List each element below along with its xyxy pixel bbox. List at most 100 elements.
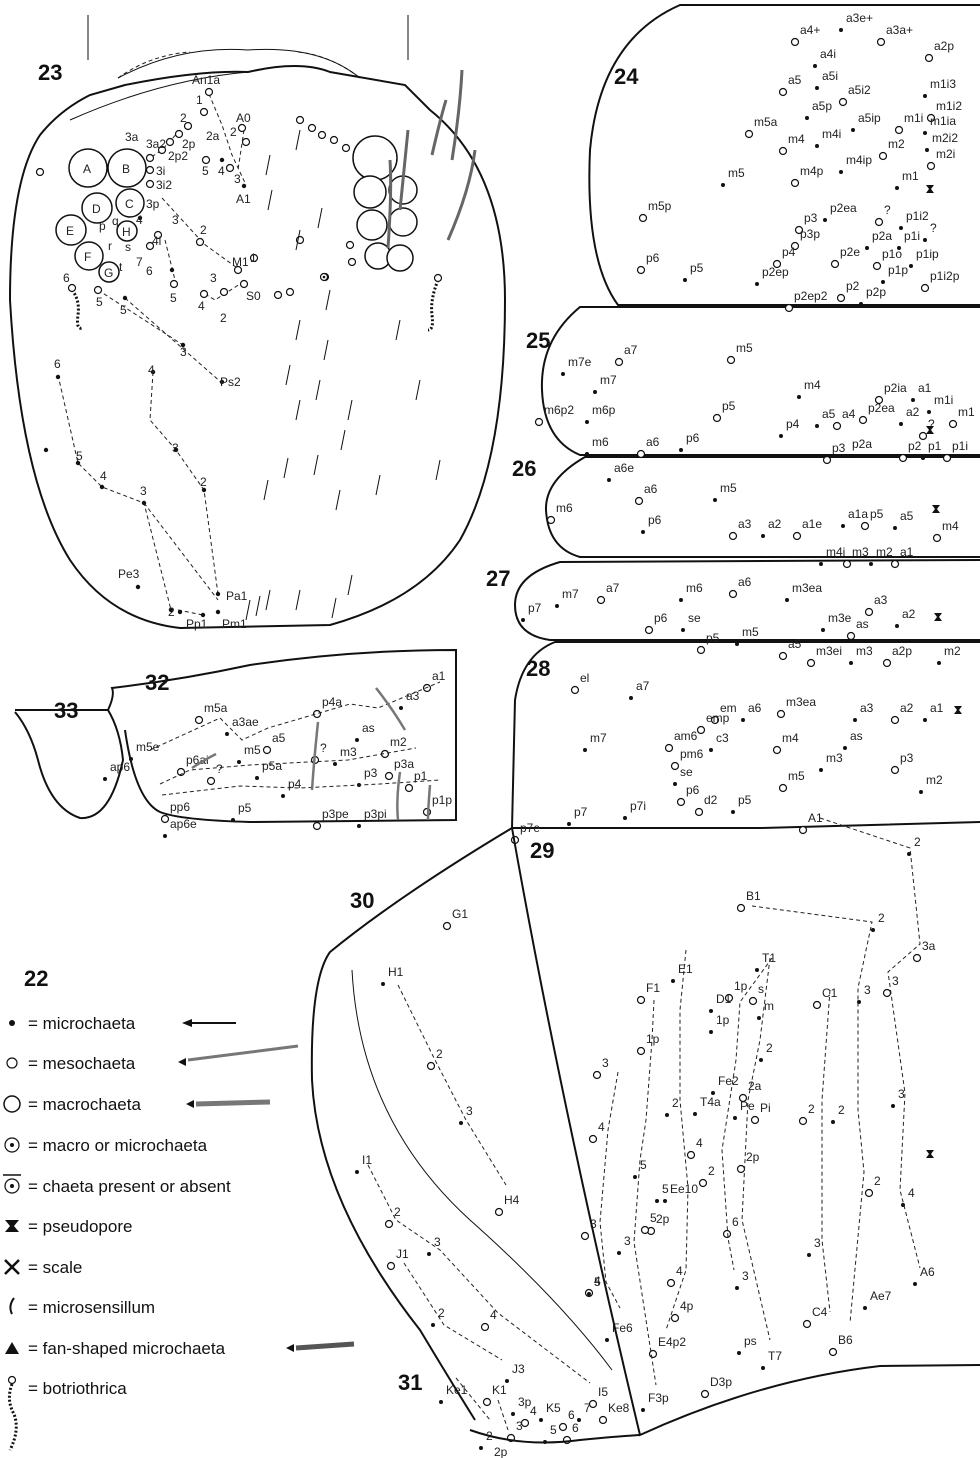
svg-text:5: 5: [170, 291, 177, 305]
fig29-label: D1: [716, 992, 732, 1006]
fig25-label: m7e: [568, 355, 592, 369]
fig28-label: c3: [716, 731, 729, 745]
fig29-label: 2p: [746, 1150, 760, 1164]
fig32-chaeta: [237, 760, 241, 764]
fig24-label: p1i: [904, 229, 920, 243]
fig29-chaeta: [693, 1112, 697, 1116]
fig30-label: I1: [362, 1153, 372, 1167]
fig27-chaeta: [848, 633, 855, 640]
svg-text:A1: A1: [236, 192, 251, 206]
fig29-chaeta: [913, 1282, 917, 1286]
fig25-chaeta: [950, 421, 957, 428]
legend-botriothrica: = botriothrica: [28, 1379, 127, 1398]
fig27-label: m3: [856, 644, 873, 658]
fig29-chaeta: [724, 1231, 731, 1238]
fig25-label: p5: [722, 399, 736, 413]
fig28-label: p6: [686, 783, 700, 797]
fig28-label: m3: [826, 751, 843, 765]
fig25-chaeta: [900, 455, 907, 462]
svg-text:2: 2: [230, 125, 237, 139]
fig29-chaeta: [668, 1280, 675, 1287]
fig24-chaeta: [792, 180, 799, 187]
fig25-chaeta: [921, 456, 925, 460]
fig24-label: a5i2: [848, 83, 871, 97]
fig29-chaeta: [733, 1116, 737, 1120]
fig29-label: 3a: [922, 939, 936, 953]
fig30-chaeta: [482, 1324, 489, 1331]
fig30-label: G1: [452, 907, 468, 921]
fig25-chaeta: [536, 419, 543, 426]
fig28-chaeta: [819, 768, 823, 772]
fig28-label: m2: [926, 773, 943, 787]
svg-text:29: 29: [530, 838, 554, 863]
fig27-label: m6: [686, 581, 703, 595]
svg-text:6: 6: [63, 271, 70, 285]
svg-text:A0: A0: [236, 111, 251, 125]
fig26-label: m5: [720, 481, 737, 495]
svg-text:5: 5: [120, 303, 127, 317]
fig29-chaeta: [738, 1166, 745, 1173]
fig29-chaeta: [663, 1199, 667, 1203]
fig27-chaeta: [679, 598, 683, 602]
fig29-chaeta: [641, 1408, 645, 1412]
fig24-chaeta: [880, 153, 887, 160]
fig26-label: a3: [738, 517, 752, 531]
antenna-socket-dash: [118, 52, 360, 78]
figure-22-legend: 22 = microchaeta = mesochaeta = macrocha…: [3, 966, 354, 1450]
fig28-label: a6: [748, 701, 762, 715]
fig25-chaeta: [824, 457, 831, 464]
macro-label-B: B: [122, 162, 130, 176]
fig29-chaeta: [807, 1253, 811, 1257]
fig27-label: p7: [528, 601, 542, 615]
legend-scale-symbol: [5, 1260, 19, 1274]
fig28-chaeta: [778, 711, 785, 718]
fig24-label: a4i: [820, 47, 836, 61]
svg-text:1: 1: [196, 93, 203, 107]
fig28-label: a3: [860, 701, 874, 715]
fig29-chaeta: [866, 1190, 873, 1197]
fig25-label: m1: [958, 405, 975, 419]
svg-text:1: 1: [250, 251, 257, 265]
fig24-label: m4i: [822, 127, 841, 141]
fig28-chaeta: [843, 746, 847, 750]
fig32-chaeta: [333, 762, 337, 766]
fig29-chaeta: [709, 1030, 713, 1034]
fig24-chaeta: [881, 280, 885, 284]
svg-text:3: 3: [180, 345, 187, 359]
fig32-label: p5: [238, 801, 252, 815]
fig26-label: p5: [870, 507, 884, 521]
fig32-label: m5e: [136, 740, 160, 754]
fig31-label: 6: [568, 1408, 575, 1422]
fig29-chaeta: [830, 1349, 837, 1356]
fig24-chaeta: [865, 246, 869, 250]
fig29-chaeta: [582, 1233, 589, 1240]
fig24-label: m1i3: [930, 77, 956, 91]
fig29-chaeta: [617, 1251, 621, 1255]
fig26-chaeta: [794, 533, 801, 540]
fig29-label: A6: [920, 1265, 935, 1279]
svg-text:r: r: [108, 239, 112, 253]
legend-macro-symbol: [4, 1096, 20, 1112]
fig24-chaeta: [925, 148, 929, 152]
fig30-label: J1: [396, 1247, 409, 1261]
fig31-chaeta: [439, 1400, 443, 1404]
fig24-chaeta: [640, 215, 647, 222]
fig28-chaeta: [696, 809, 703, 816]
fig24-chaeta: [874, 263, 881, 270]
fig26-chaeta: [893, 526, 897, 530]
svg-text:7: 7: [136, 255, 143, 269]
fig32-label: pp6: [170, 800, 190, 814]
svg-text:2: 2: [200, 475, 207, 489]
fig24-label: p2p: [866, 285, 886, 299]
fig24-chaeta: [755, 282, 759, 286]
fig29-chaeta: [605, 1338, 609, 1342]
fig29-label: 3: [624, 1234, 631, 1248]
fig28-chaeta: [892, 767, 899, 774]
fig32-label: p3a: [394, 757, 414, 771]
fig24-label: m4p: [800, 164, 824, 178]
fig30-label: H4: [504, 1193, 520, 1207]
fig29-chaeta: [750, 998, 757, 1005]
fig27-label: p6: [654, 611, 668, 625]
fig28-label: p7e: [520, 821, 540, 835]
fig24-chaeta: [780, 148, 787, 155]
